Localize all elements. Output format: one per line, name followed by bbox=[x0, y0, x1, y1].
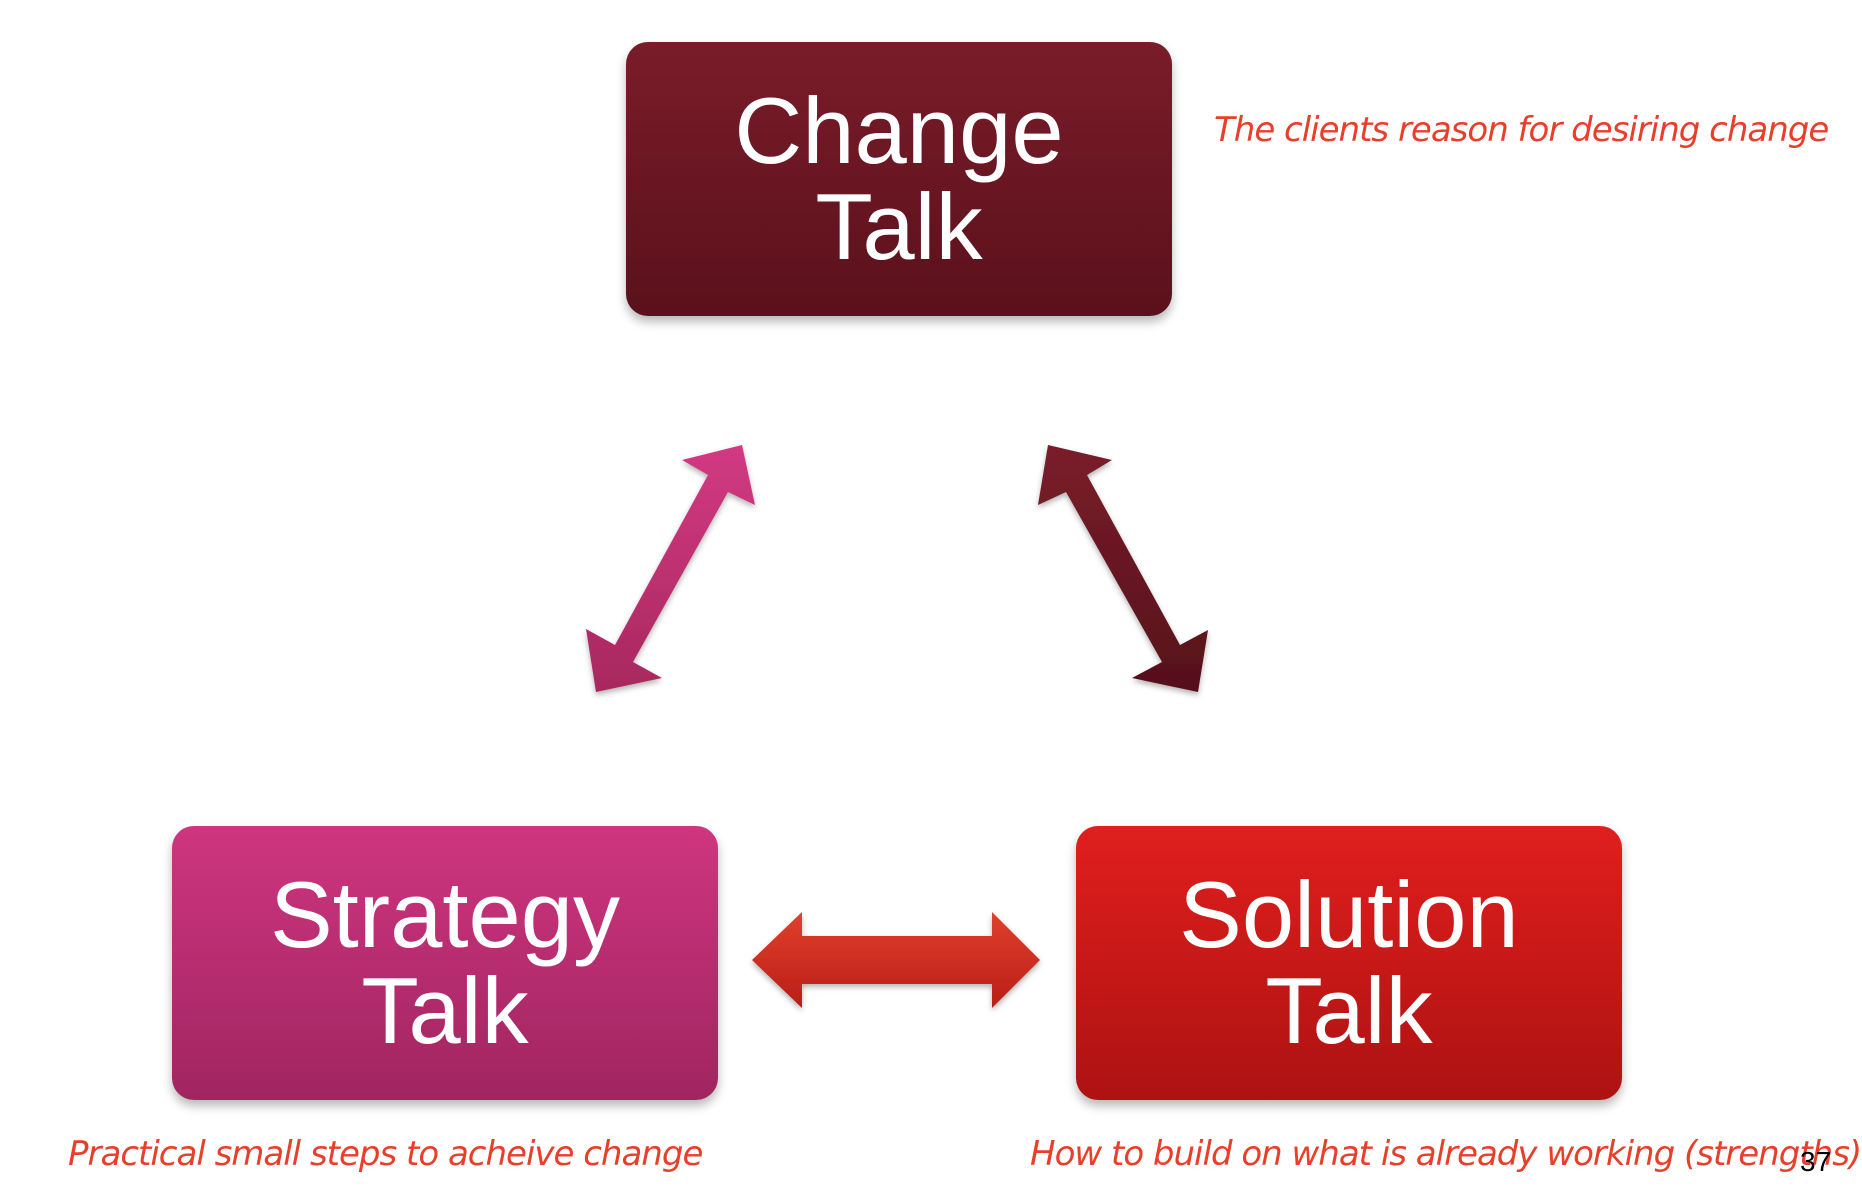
strategy-talk-line1: Strategy bbox=[269, 862, 621, 967]
arrow-change-strategy bbox=[586, 445, 755, 692]
change-talk-line1: Change bbox=[734, 78, 1064, 183]
change-talk-line2: Talk bbox=[815, 174, 983, 279]
change-talk-annotation: The clients reason for desiring change bbox=[1214, 110, 1829, 150]
strategy-talk-annotation: Practical small steps to acheive change bbox=[68, 1134, 703, 1174]
strategy-talk-box: Strategy Talk bbox=[172, 826, 718, 1100]
arrow-strategy-solution bbox=[752, 912, 1040, 1008]
page-number: 37 bbox=[1800, 1146, 1832, 1177]
solution-talk-line2: Talk bbox=[1265, 958, 1433, 1063]
arrow-change-solution bbox=[1038, 445, 1208, 692]
solution-talk-line1: Solution bbox=[1179, 862, 1519, 967]
change-talk-box: Change Talk bbox=[626, 42, 1172, 316]
strategy-talk-line2: Talk bbox=[361, 958, 529, 1063]
solution-talk-box: Solution Talk bbox=[1076, 826, 1622, 1100]
solution-talk-annotation: How to build on what is already working … bbox=[1030, 1134, 1862, 1174]
